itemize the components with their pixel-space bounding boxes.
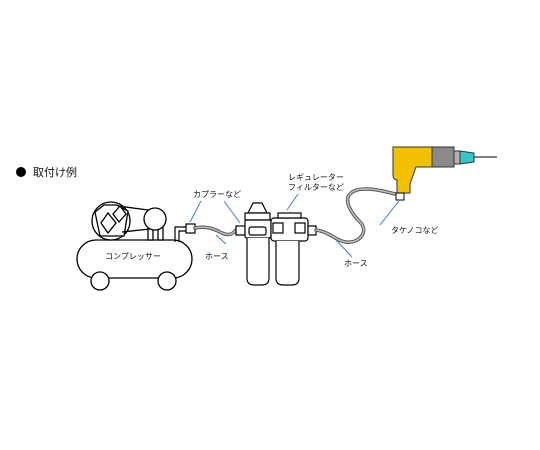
regulator-bowl xyxy=(246,238,270,286)
regulator-label-line2: フィルターなど xyxy=(288,183,344,192)
regulator-label-line1: レギュレーター xyxy=(288,173,344,182)
compressor-motor xyxy=(94,204,129,237)
hose-left-label: ホース xyxy=(205,252,229,261)
hose-right-label: ホース xyxy=(344,259,368,268)
compressor xyxy=(76,201,193,291)
compressor-label: コンプレッサー xyxy=(105,252,161,261)
compressor-gauge xyxy=(143,207,167,231)
section-heading: 取付け例 xyxy=(16,164,77,180)
takenoko-label: タケノコなど xyxy=(391,226,439,235)
hose-right xyxy=(314,187,397,244)
leader-lines xyxy=(189,193,400,258)
frl-inlet-fitting xyxy=(235,225,246,236)
coupler-label: カプラーなど xyxy=(193,190,241,199)
regulator-filter-unit xyxy=(235,202,317,286)
compressor-wheel-left xyxy=(90,271,110,291)
compressor-outlet xyxy=(174,226,186,242)
regulator-knob xyxy=(247,202,268,214)
hose-left xyxy=(193,225,238,237)
compressor-tank xyxy=(76,239,193,279)
compressor-belt-bottom xyxy=(121,228,151,233)
compressor-belt-top xyxy=(117,205,149,211)
compressor-wheel-right xyxy=(157,271,177,291)
bullet-icon xyxy=(16,167,26,177)
takenoko-fitting xyxy=(395,192,405,201)
filter-bowl xyxy=(275,241,300,286)
air-tool xyxy=(392,146,497,201)
section-heading-text: 取付け例 xyxy=(33,166,77,179)
